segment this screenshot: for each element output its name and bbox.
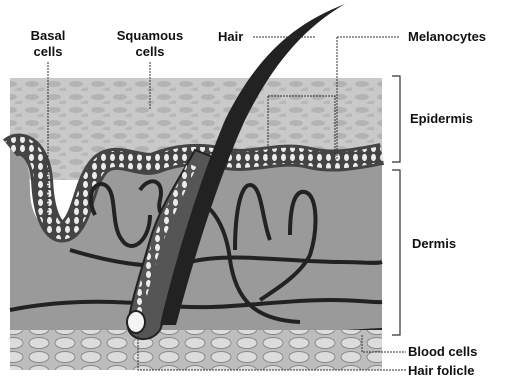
dermis-label: Dermis [412, 236, 456, 251]
melanocytes-label: Melanocytes [408, 29, 486, 44]
basal-cells-label-line1: Basal [31, 28, 66, 43]
basal-cells-label-line2: cells [34, 44, 63, 59]
hair-follicle-label: Hair folicle [408, 363, 474, 378]
hair-bulb [127, 311, 145, 333]
epidermis-label: Epidermis [410, 111, 473, 126]
hair-label: Hair [218, 29, 243, 44]
squamous-cells-label-line2: cells [136, 44, 165, 59]
dermis-bracket [392, 170, 400, 335]
squamous-cells-label-line1: Squamous [117, 28, 183, 43]
epidermis-bracket [392, 76, 400, 162]
blood-cells-label: Blood cells [408, 344, 477, 359]
